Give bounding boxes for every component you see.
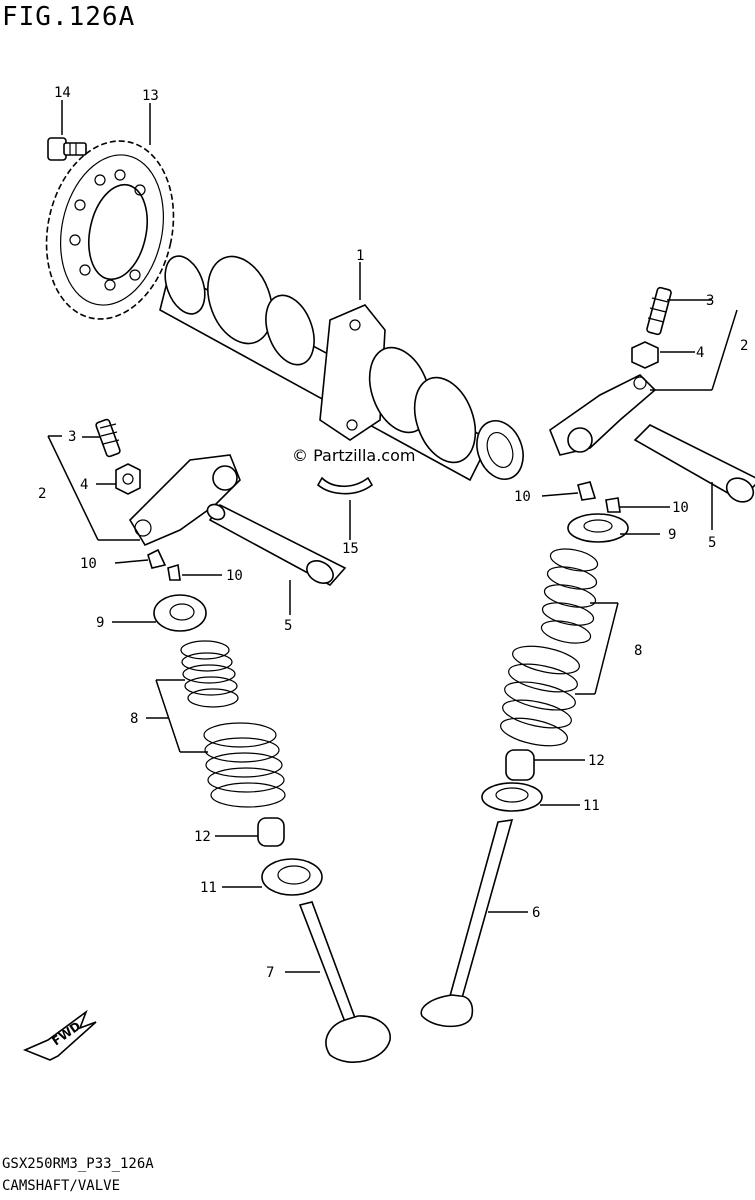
watermark: © Partzilla.com	[292, 446, 416, 465]
spring-inner-left	[180, 640, 239, 708]
valve-cotter-left	[147, 548, 181, 581]
callout-1: 1	[356, 248, 364, 264]
forward-arrow: FWD	[22, 1009, 97, 1061]
callout-13: 13	[142, 88, 159, 104]
callout-3-right: 3	[706, 293, 714, 309]
cam-sprocket	[45, 140, 175, 320]
callout-11-right: 11	[583, 798, 600, 814]
callout-15: 15	[342, 541, 359, 557]
sprocket-bolt	[47, 137, 87, 161]
callout-5-left: 5	[284, 618, 292, 634]
spring-outer-right	[500, 645, 580, 747]
callout-2-left: 2	[38, 486, 46, 502]
callout-2-right: 2	[740, 338, 748, 354]
stem-seal-right	[505, 749, 535, 781]
callout-8-left: 8	[130, 711, 138, 727]
callout-8-right: 8	[634, 643, 642, 659]
rocker-arm-right	[549, 374, 657, 456]
callout-4-right: 4	[696, 345, 704, 361]
footer-code: GSX250RM3_P33_126A	[2, 1156, 154, 1172]
locknut-left	[115, 463, 141, 495]
locknut-right	[631, 341, 659, 369]
callout-10-a: 10	[80, 556, 97, 572]
spring-seat-right	[481, 782, 543, 812]
callout-10-c: 10	[514, 489, 531, 505]
callout-6: 6	[532, 905, 540, 921]
exhaust-valve	[420, 819, 514, 1028]
callout-7: 7	[266, 965, 274, 981]
callout-9-left: 9	[96, 615, 104, 631]
figure-title: FIG.126A	[2, 2, 136, 32]
retainer-right	[567, 513, 629, 543]
callout-12-left: 12	[194, 829, 211, 845]
adjust-screw-left	[95, 418, 121, 458]
callout-11-left: 11	[200, 880, 217, 896]
camshaft	[159, 255, 524, 482]
callout-12-right: 12	[588, 753, 605, 769]
spring-outer-left	[203, 722, 286, 808]
spring-seat-left	[261, 858, 323, 896]
callout-9-right: 9	[668, 527, 676, 543]
callout-3-left: 3	[68, 429, 76, 445]
spring-inner-right	[540, 548, 599, 644]
callout-5-right: 5	[708, 535, 716, 551]
rocker-shaft-left	[206, 503, 347, 587]
cam-clip	[316, 476, 374, 495]
retainer-left	[153, 594, 207, 632]
stem-seal-left	[257, 817, 285, 847]
leader-lines	[47, 100, 738, 973]
rocker-arm-left	[128, 454, 241, 547]
callout-numbers: 14 13 1 3 2 4 5 10 10 9 8 12 11 7 3 2 4 …	[38, 85, 748, 981]
callout-10-b: 10	[226, 568, 243, 584]
adjust-screw-right	[646, 286, 672, 336]
valve-cotter-right	[577, 481, 621, 513]
callout-4-left: 4	[80, 477, 88, 493]
callout-10-d: 10	[672, 500, 689, 516]
rocker-shaft-right	[633, 424, 755, 503]
intake-valve	[298, 901, 391, 1063]
footer-name: CAMSHAFT/VALVE	[2, 1178, 121, 1194]
callout-14: 14	[54, 85, 71, 101]
